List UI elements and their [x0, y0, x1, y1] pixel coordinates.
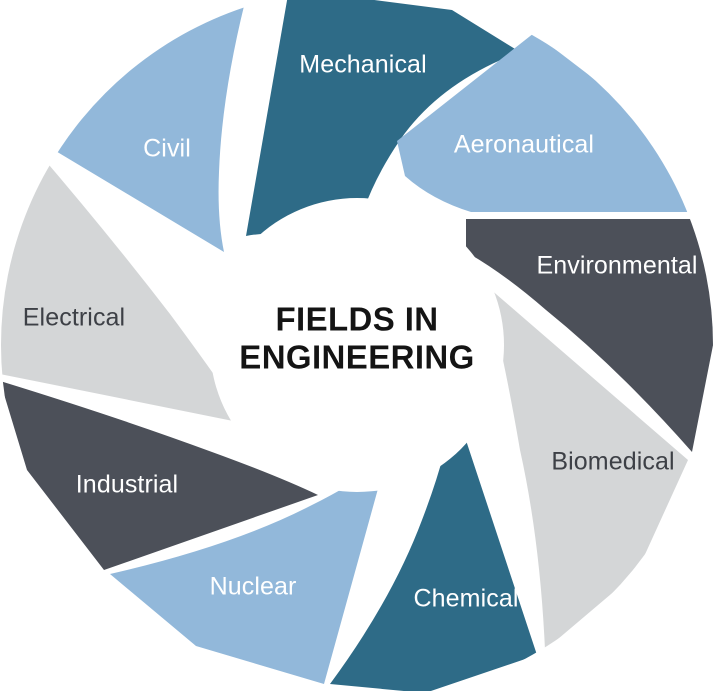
segment-shape-industrial[interactable] [0, 381, 318, 570]
segment-label-aeronautical: Aeronautical [454, 131, 594, 159]
segment-label-chemical: Chemical [414, 585, 519, 613]
segment-shape-civil[interactable] [44, 0, 247, 252]
center-hub-circle [210, 198, 504, 492]
segment-shape-electrical[interactable] [0, 152, 248, 424]
segment-shape-aeronautical[interactable] [397, 33, 700, 212]
segment-label-civil: Civil [143, 135, 191, 163]
segment-label-mechanical: Mechanical [299, 51, 426, 79]
segment-shape-environmental[interactable] [466, 219, 716, 452]
segment-label-environmental: Environmental [536, 252, 697, 280]
segment-shape-mechanical[interactable] [246, 0, 520, 248]
center-title-line-2: ENGINEERING [239, 339, 474, 376]
segment-shape-nuclear[interactable] [110, 449, 389, 684]
center-title-line-1: FIELDS IN [275, 301, 438, 338]
segment-label-biomedical: Biomedical [551, 448, 674, 476]
segment-label-industrial: Industrial [76, 471, 178, 499]
segment-label-electrical: Electrical [23, 304, 125, 332]
segment-shape-chemical[interactable] [330, 398, 537, 691]
segment-label-nuclear: Nuclear [210, 573, 297, 601]
segment-shape-biomedical[interactable] [489, 288, 688, 650]
